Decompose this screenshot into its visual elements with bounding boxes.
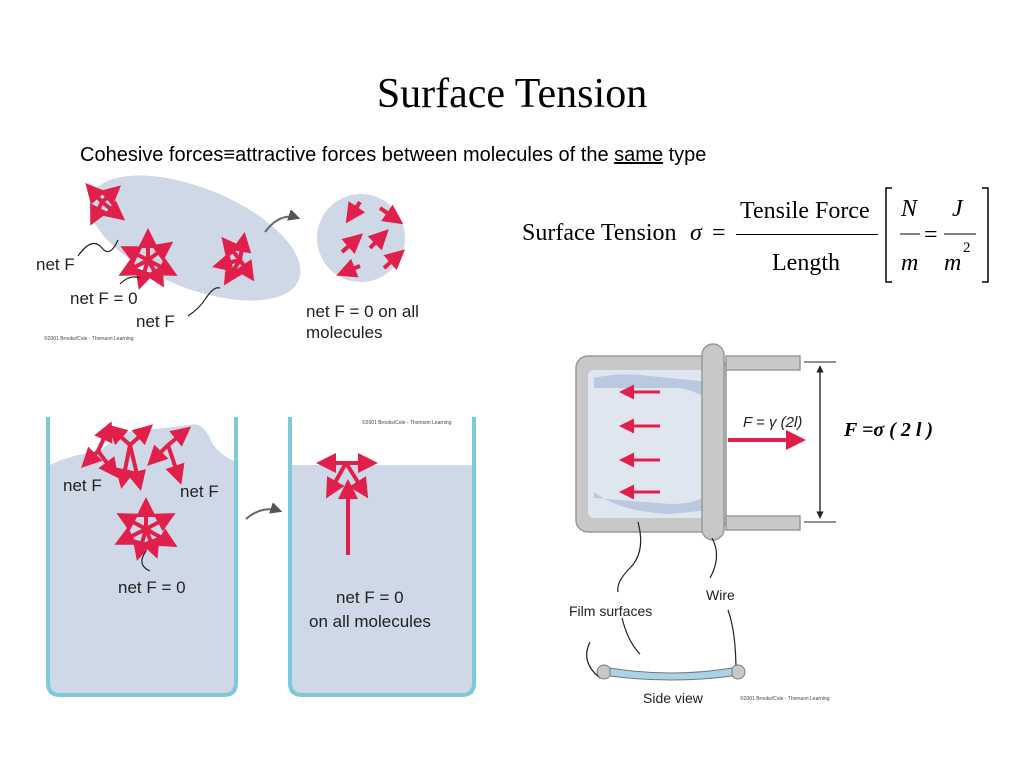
side-view-label: Side view xyxy=(643,690,703,706)
bottom-label-all: net F = 0 xyxy=(336,588,404,607)
subtitle-underlined: same xyxy=(614,144,664,166)
bottom-label-netf-left: net F xyxy=(63,476,102,495)
container-diagram xyxy=(46,415,476,697)
bottom-label-all-2: on all molecules xyxy=(309,612,431,631)
eq-brackets xyxy=(885,187,989,283)
eq-sigma: σ xyxy=(690,220,702,246)
surface-tension-equation: Surface Tension σ = Tensile Force Length… xyxy=(520,186,1000,286)
eq-unit-equals: = xyxy=(924,222,938,248)
bottom-label-netf-zero: net F = 0 xyxy=(118,578,186,597)
eq-equals: = xyxy=(712,220,726,246)
eq-numerator: Tensile Force xyxy=(740,198,870,224)
top-copyright: ©2001 Brooks/Cole - Thomson Learning xyxy=(44,336,134,342)
cohesion-diagram-top xyxy=(77,175,405,317)
eq-unit-j: J xyxy=(952,196,963,222)
force-formula: F =σ ( 2 l ) xyxy=(844,419,934,441)
wire-label: Wire xyxy=(706,587,735,603)
wire-frame-diagram xyxy=(575,343,836,681)
eq-lhs: Surface Tension xyxy=(522,220,677,246)
slide-title: Surface Tension xyxy=(376,71,648,117)
eq-denominator: Length xyxy=(772,250,840,276)
subtitle-text: Cohesive forces≡attractive forces betwee… xyxy=(80,144,615,166)
top-label-all-2: molecules xyxy=(306,323,383,342)
top-label-netf-bottom: net F xyxy=(136,312,175,331)
top-label-netf-zero: net F = 0 xyxy=(70,289,138,308)
right-copyright: ©2001 Brooks/Cole - Thomson Learning xyxy=(740,696,830,702)
bottom-copyright: ©2001 Brooks/Cole - Thomson Learning xyxy=(362,420,452,426)
bottom-label-netf-right: net F xyxy=(180,482,219,501)
eq-unit-n: N xyxy=(901,196,918,222)
film-label: Film surfaces xyxy=(569,603,653,619)
eq-unit-m2: m xyxy=(944,250,962,276)
eq-unit-m: m xyxy=(901,250,919,276)
top-label-all: net F = 0 on all xyxy=(306,302,419,321)
eq-unit-exp: 2 xyxy=(963,240,971,256)
slide-subtitle: Cohesive forces≡attractive forces betwee… xyxy=(80,144,706,167)
eq-fraction-bar xyxy=(736,234,878,235)
force-label: F = γ (2l) xyxy=(743,414,803,431)
subtitle-tail: type xyxy=(663,144,707,166)
top-label-netf-left: net F xyxy=(36,255,75,274)
